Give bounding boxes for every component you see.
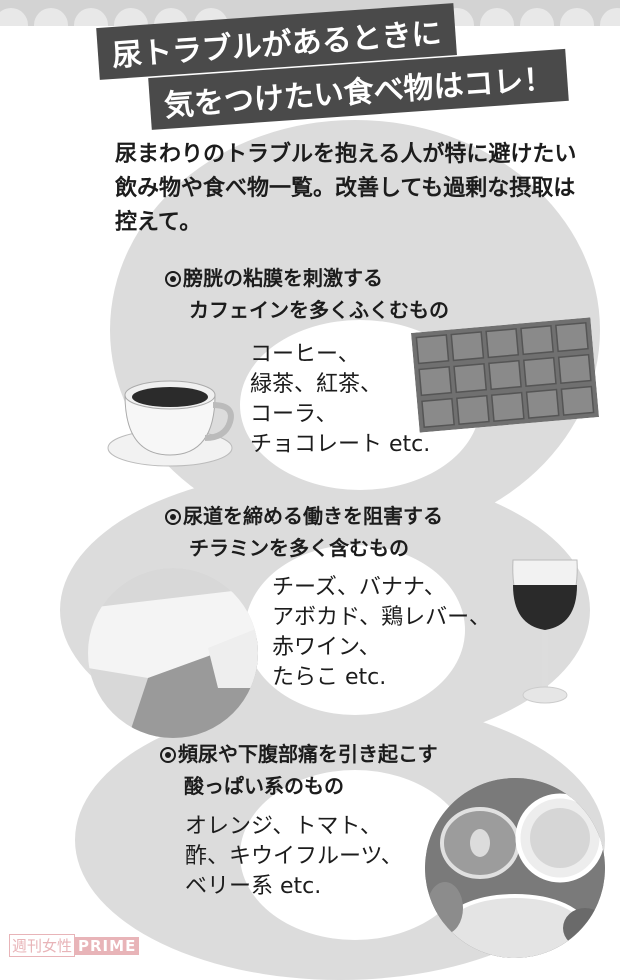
red-wine-glass-image (512, 559, 578, 704)
circled-dot-icon (160, 747, 176, 763)
section-heading-line2: 酸っぱい系のもの (184, 774, 344, 798)
section-heading-tyramine: 尿道を締める働きを阻害する チラミンを多く含むもの (165, 500, 443, 564)
cheese-image (88, 568, 258, 738)
list-item: チーズ、バナナ、 (272, 575, 446, 600)
section-heading-line2: カフェインを多くふくむもの (189, 298, 449, 322)
list-item: 緑茶、紅茶、 (250, 372, 383, 397)
list-item: ベリー系 etc. (185, 874, 322, 899)
intro-text: 尿まわりのトラブルを抱える人が特に避けたい飲み物や食べ物一覧。改善しても過剰な摂… (115, 142, 577, 235)
list-item: チョコレート etc. (250, 432, 431, 457)
coffee-cup-image (107, 380, 234, 467)
section-heading-line1: 尿道を締める働きを阻害する (183, 504, 443, 528)
section-heading-line1: 膀胱の粘膜を刺激する (183, 266, 383, 290)
watermark-prime: PRIME (75, 936, 140, 955)
section-items-acidic: オレンジ、トマト、 酢、キウイフルーツ、 ベリー系 etc. (185, 812, 403, 902)
sliced-fruits-image (425, 778, 605, 958)
list-item: 酢、キウイフルーツ、 (185, 844, 403, 869)
section-items-caffeine: コーヒー、 緑茶、紅茶、 コーラ、 チョコレート etc. (250, 340, 430, 460)
section-items-tyramine: チーズ、バナナ、 アボカド、鶏レバー、 赤ワイン、 たらこ etc. (272, 573, 491, 693)
section-heading-acidic: 頻尿や下腹部痛を引き起こす 酸っぱい系のもの (160, 738, 438, 802)
list-item: オレンジ、トマト、 (185, 814, 382, 839)
section-heading-line1: 頻尿や下腹部痛を引き起こす (178, 742, 438, 766)
list-item: たらこ etc. (272, 665, 387, 690)
list-item: コーヒー、 (250, 342, 360, 367)
circled-dot-icon (165, 271, 181, 287)
chocolate-bar-image (410, 317, 600, 433)
background-hole-2 (245, 545, 465, 715)
list-item: コーラ、 (250, 402, 338, 427)
watermark-magazine-name: 週刊女性 (9, 934, 76, 957)
list-item: 赤ワイン、 (272, 635, 381, 660)
circled-dot-icon (165, 509, 181, 525)
section-heading-caffeine: 膀胱の粘膜を刺激する カフェインを多くふくむもの (165, 262, 449, 326)
list-item: アボカド、鶏レバー、 (272, 605, 491, 630)
section-heading-line2: チラミンを多く含むもの (189, 536, 409, 560)
